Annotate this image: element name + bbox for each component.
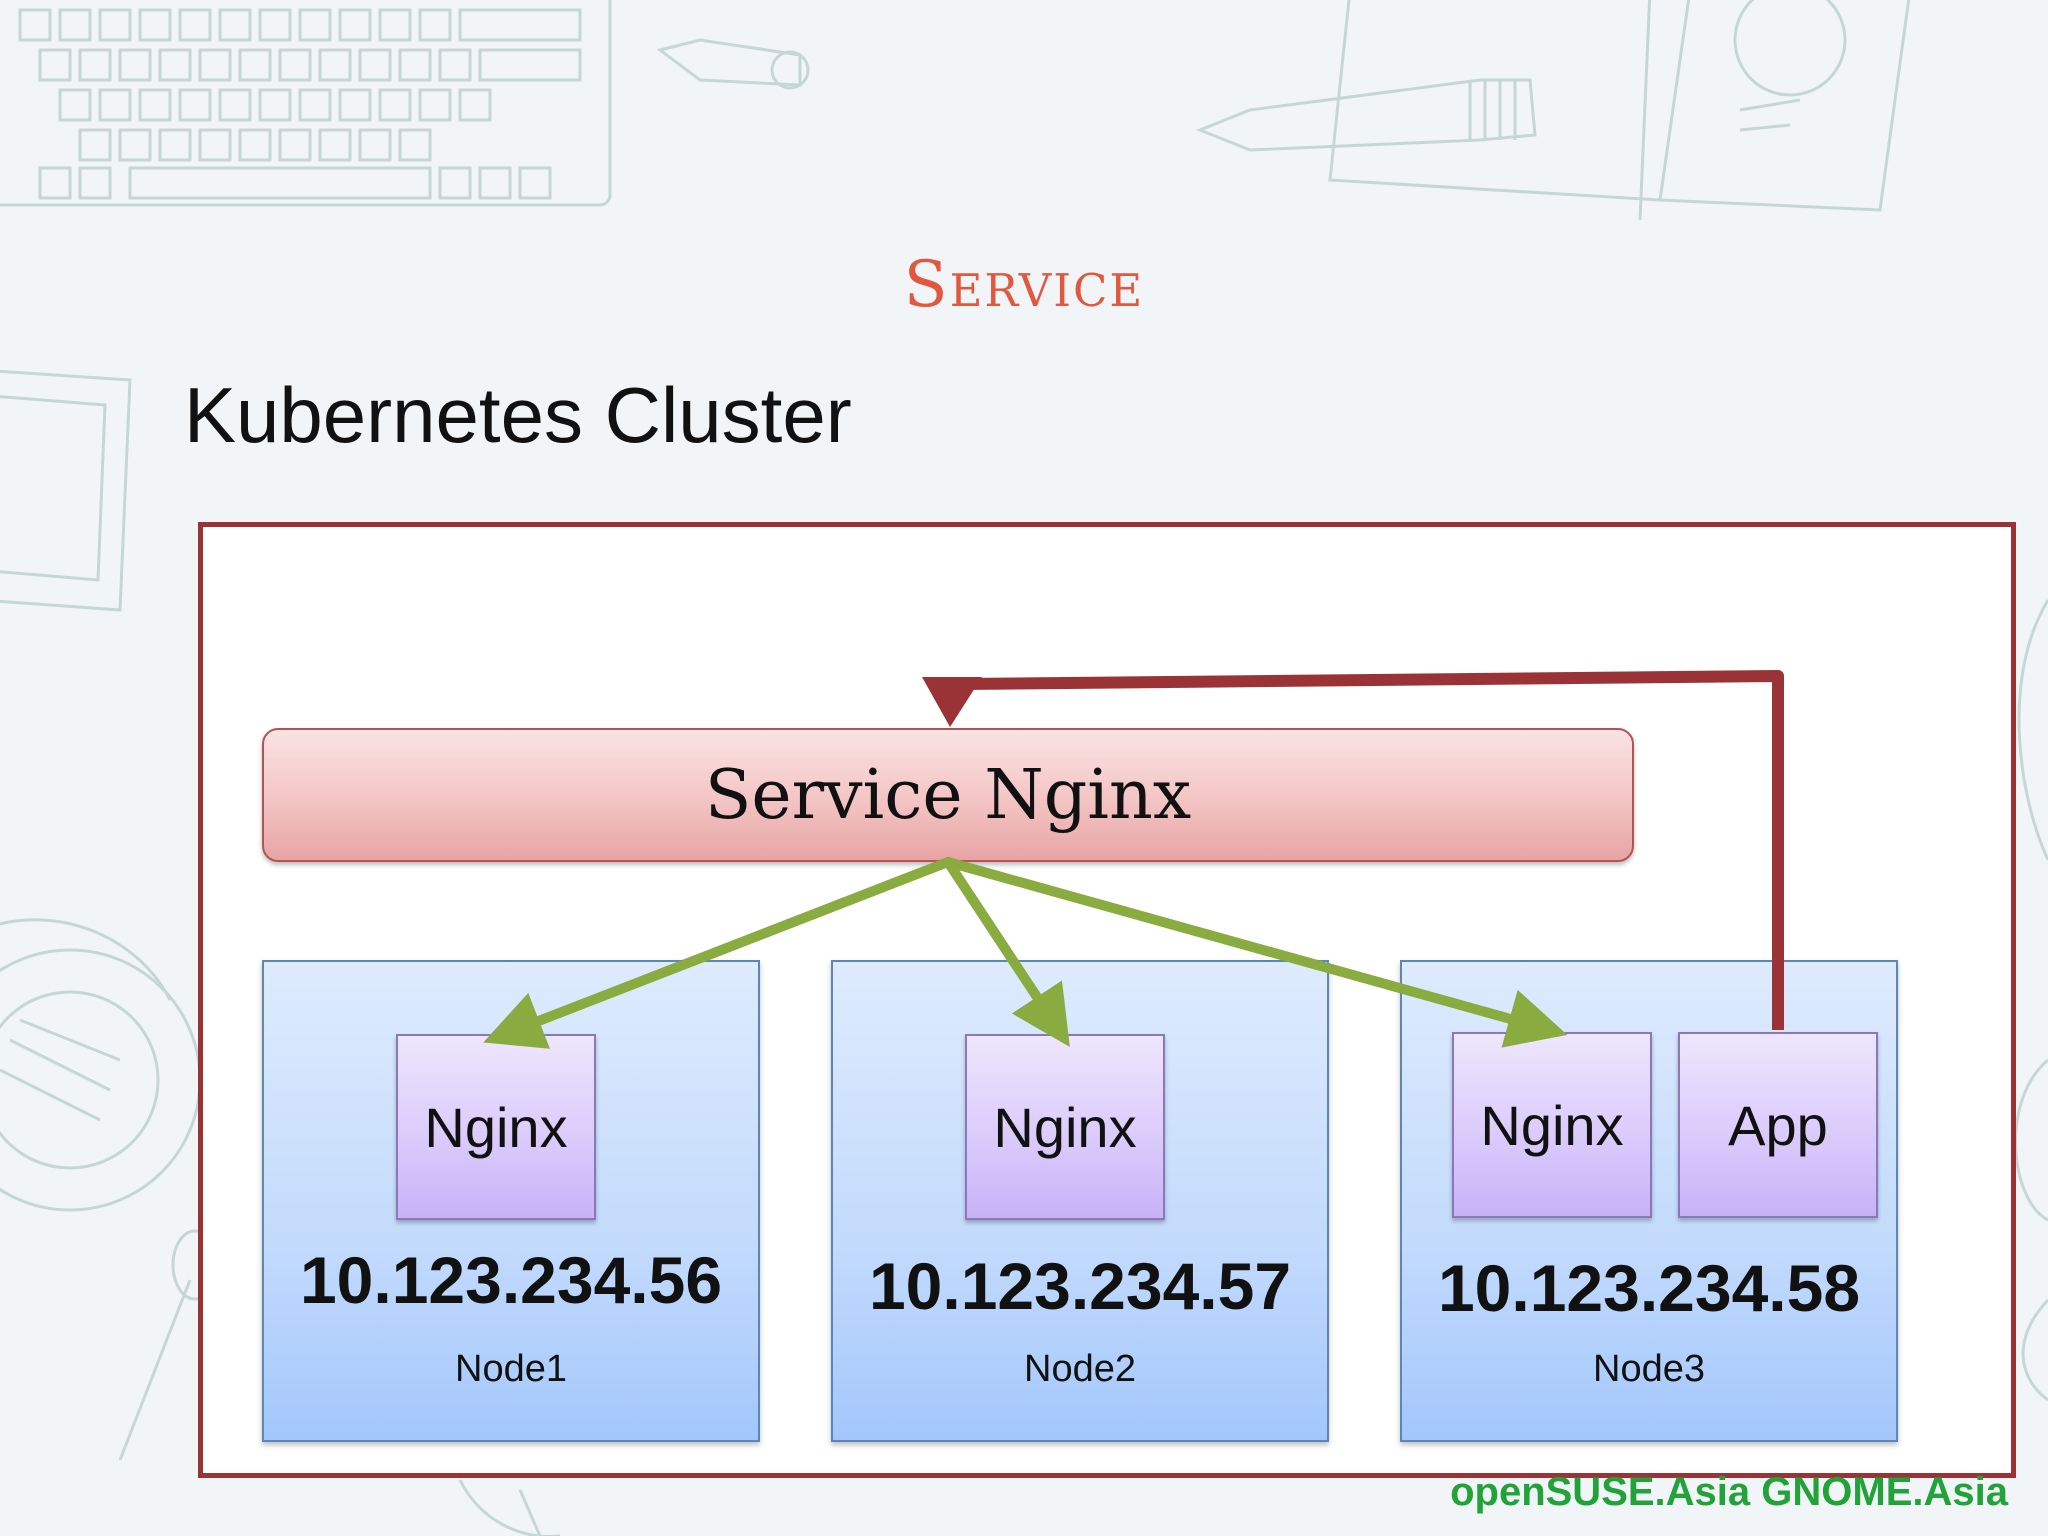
pod-label: Nginx xyxy=(1480,1093,1624,1157)
node-2: Nginx 10.123.234.57 Node2 xyxy=(831,960,1329,1442)
node-ip: 10.123.234.58 xyxy=(1437,1251,1861,1325)
node-name: Node3 xyxy=(1593,1348,1705,1390)
node-3: Nginx App 10.123.234.58 Node3 xyxy=(1400,960,1898,1442)
diagram-heading: Kubernetes Cluster xyxy=(184,371,852,459)
pod-label: Nginx xyxy=(424,1095,568,1159)
keyboard-sketch xyxy=(18,8,582,200)
footer-branding: openSUSE.Asia GNOME.Asia xyxy=(1450,1470,2008,1514)
pod-nginx: Nginx xyxy=(396,1034,596,1220)
node-name: Node1 xyxy=(455,1348,567,1390)
pod-app: App xyxy=(1678,1032,1878,1218)
node-name: Node2 xyxy=(1024,1348,1136,1390)
pod-label: Nginx xyxy=(993,1095,1137,1159)
slide-title: Service xyxy=(903,248,1145,322)
service-label: Service Nginx xyxy=(704,755,1192,835)
service-box: Service Nginx xyxy=(262,728,1634,862)
node-ip: 10.123.234.57 xyxy=(868,1249,1292,1323)
pod-nginx: Nginx xyxy=(965,1034,1165,1220)
node-1: Nginx 10.123.234.56 Node1 xyxy=(262,960,760,1442)
pod-label: App xyxy=(1728,1093,1828,1157)
node-ip: 10.123.234.56 xyxy=(299,1243,723,1317)
pod-nginx: Nginx xyxy=(1452,1032,1652,1218)
